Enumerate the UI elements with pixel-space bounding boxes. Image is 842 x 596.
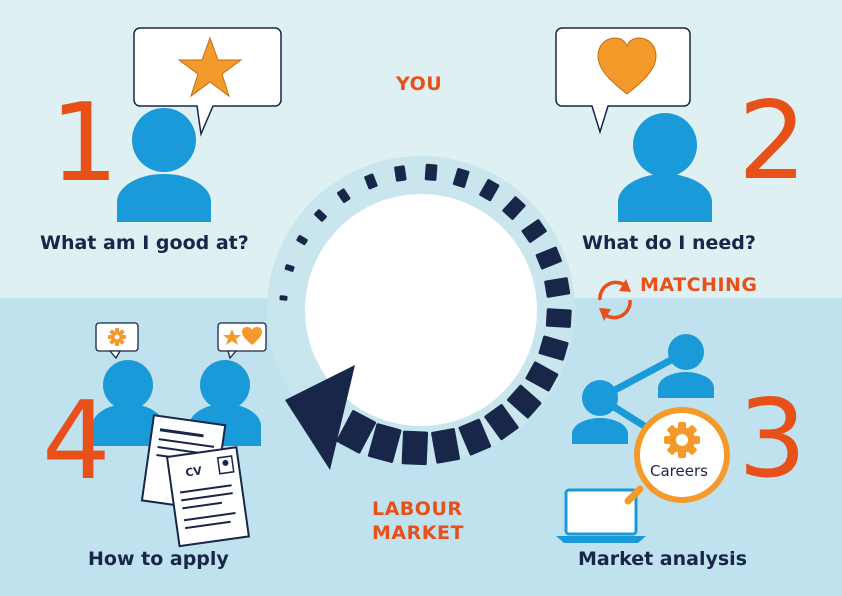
cycle-arc-segment: [525, 361, 559, 392]
step-1-caption: What am I good at?: [40, 232, 249, 254]
cycle-arc-segment: [401, 430, 429, 466]
cycle-arc-segment: [507, 384, 542, 419]
you-label: YOU: [396, 73, 443, 95]
cycle-arc: [279, 163, 572, 466]
person-head: [103, 360, 153, 410]
cycle-arc-segment: [336, 410, 377, 454]
cycle-arc-segment: [367, 423, 402, 463]
step-number-3: 3: [738, 377, 807, 502]
step-3-caption: Market analysis: [578, 548, 748, 570]
heart-icon: [242, 327, 262, 345]
step-number-4: 4: [42, 379, 111, 504]
step-1-figure: [117, 27, 282, 222]
person-body: [618, 174, 712, 222]
step-2-caption: What do I need?: [582, 232, 756, 254]
star-icon: [177, 36, 243, 98]
labour-market-label-line1: LABOUR: [372, 498, 463, 520]
laptop-icon: [556, 488, 646, 543]
cv-document-icon: CV: [165, 446, 251, 548]
step-2-figure: [555, 27, 712, 222]
center-circle: [305, 194, 537, 426]
step-number-1: 1: [50, 81, 119, 206]
cycle-arc-segment: [452, 168, 470, 188]
person-body: [117, 174, 211, 222]
cycle-arc-segment: [484, 404, 519, 441]
person-head: [633, 113, 697, 177]
careers-label: Careers: [650, 462, 708, 480]
network-node-head: [582, 380, 618, 416]
cycle-arc-segment: [479, 179, 500, 202]
heart-icon: [597, 37, 657, 95]
gear-icon: [108, 328, 126, 346]
step-number-2: 2: [738, 79, 807, 204]
cycle-arc-segment: [538, 335, 569, 361]
cycle-arc-segment: [337, 188, 351, 203]
cycle-arc-segment: [544, 277, 571, 298]
cycle-arc-segment: [431, 428, 461, 464]
gear-icon: [664, 422, 700, 458]
person-body: [92, 404, 164, 446]
cycle-arc-segment: [424, 163, 438, 181]
cycle-arc-segment: [279, 295, 288, 301]
network-node-body: [572, 418, 628, 444]
step-4-caption: How to apply: [88, 548, 229, 570]
cycle-arrow-head: [285, 365, 355, 470]
cycle-arc-segment: [364, 173, 378, 190]
magnifier-handle: [624, 485, 644, 505]
cycle-arc-segment: [284, 264, 295, 272]
cycle-arc-segment: [535, 246, 562, 270]
star-icon: [223, 329, 241, 345]
cycle-arc-segment: [394, 165, 407, 182]
cycle-arc-segment: [314, 209, 327, 222]
network-node-body: [658, 372, 714, 398]
cycle-arc-segment: [502, 196, 526, 220]
network-node-head: [668, 334, 704, 370]
cv-title: CV: [185, 464, 204, 479]
person-head: [132, 108, 196, 172]
cycle-arc-segment: [545, 308, 572, 328]
cycle-arc-segment: [296, 234, 308, 246]
matching-label: MATCHING: [640, 274, 758, 296]
step-3-figure: [556, 334, 730, 543]
labour-market-label-line2: MARKET: [372, 522, 464, 544]
person-head: [200, 360, 250, 410]
step-4-figure: CV: [92, 322, 267, 548]
cycle-arc-segment: [521, 219, 547, 243]
matching-arrows-icon: [598, 279, 632, 321]
cycle-arc-segment: [458, 418, 492, 456]
